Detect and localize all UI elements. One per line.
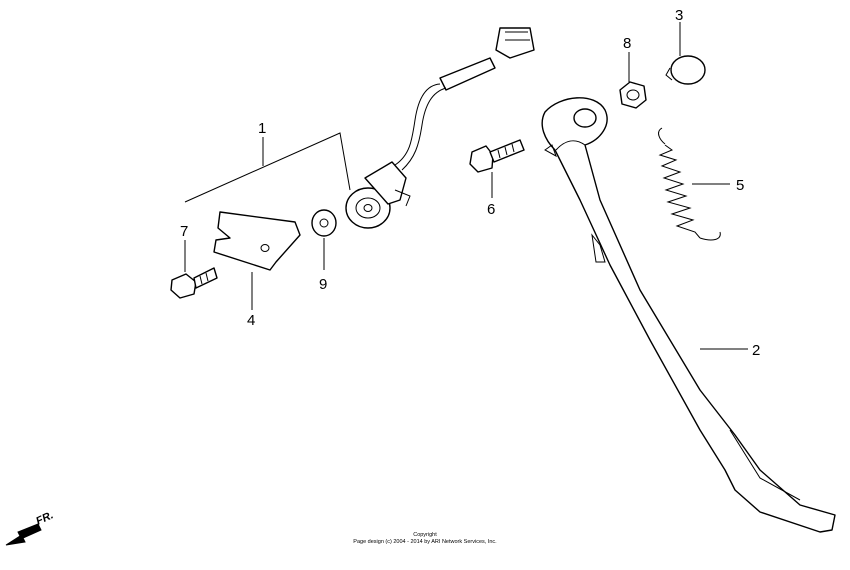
side-stand-switch <box>345 27 535 229</box>
front-arrow-icon <box>5 523 42 546</box>
callout-9: 9 <box>319 276 327 293</box>
callout-3: 3 <box>675 7 683 24</box>
pivot-bolt <box>469 139 525 173</box>
copyright-notice: Copyright Page design (c) 2004 - 2014 by… <box>353 532 497 545</box>
callout-5: 5 <box>736 177 744 194</box>
callout-2: 2 <box>752 342 760 359</box>
front-direction-indicator: FR. <box>5 509 55 546</box>
bolt-small <box>170 267 218 299</box>
side-stand <box>541 97 836 533</box>
callout-8: 8 <box>623 35 631 52</box>
callout-1: 1 <box>258 120 266 137</box>
copyright-line-1: Copyright <box>413 532 437 538</box>
spring <box>658 127 721 241</box>
bracket-plate <box>213 211 301 271</box>
washer <box>311 209 337 237</box>
callout-4: 4 <box>247 312 255 329</box>
callout-6: 6 <box>487 201 495 218</box>
callout-7: 7 <box>180 223 188 240</box>
cap <box>665 55 706 85</box>
nut <box>619 81 647 109</box>
callout-labels: 1 2 3 4 5 6 7 8 9 <box>180 7 760 359</box>
copyright-line-2: Page design (c) 2004 - 2014 by ARI Netwo… <box>353 539 497 545</box>
front-label: FR. <box>34 509 55 527</box>
leader-lines <box>184 22 748 350</box>
